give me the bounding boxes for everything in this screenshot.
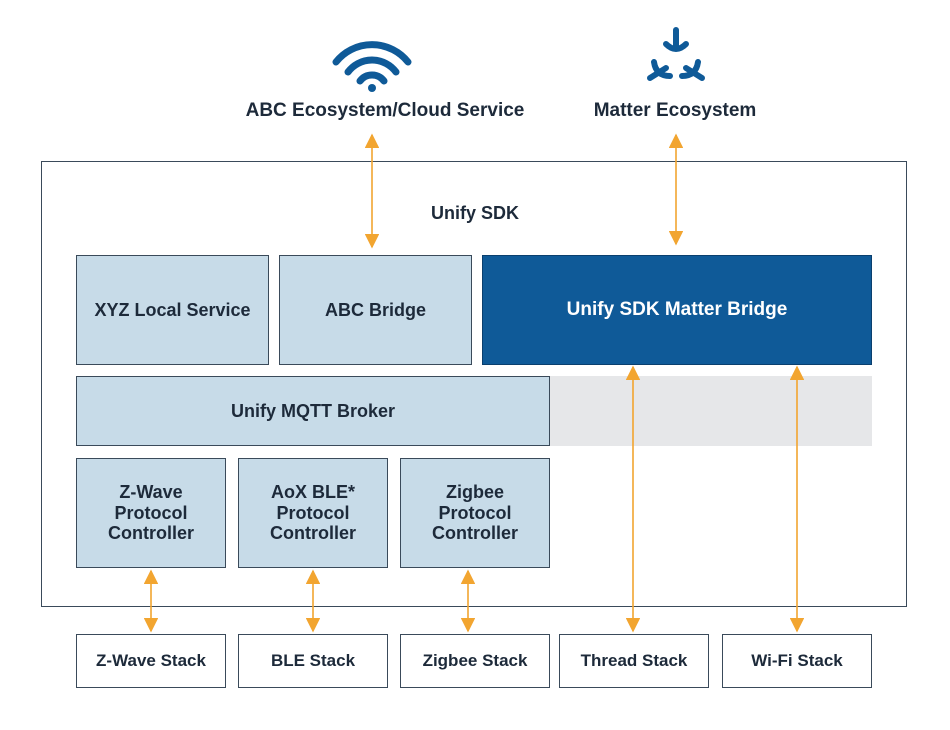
zigbee-pc-line-2: Protocol: [438, 502, 512, 523]
mqtt-broker-box: Unify MQTT Broker: [76, 376, 550, 446]
zigbee-stack-box: Zigbee Stack: [400, 634, 550, 688]
matter-logo-icon: [647, 27, 705, 81]
aox-ble-protocol-controller-box: AoX BLE* Protocol Controller: [238, 458, 388, 568]
xyz-local-service-box: XYZ Local Service: [76, 255, 269, 365]
zwave-stack-box: Z-Wave Stack: [76, 634, 226, 688]
wifi-stack-box: Wi-Fi Stack: [722, 634, 872, 688]
zwave-pc-line-1: Z-Wave: [119, 481, 183, 502]
zigbee-pc-line-1: Zigbee: [445, 481, 504, 502]
thread-stack-box: Thread Stack: [559, 634, 709, 688]
ble-stack-box: BLE Stack: [238, 634, 388, 688]
zigbee-pc-line-3: Controller: [431, 523, 518, 544]
cloud-service-label: ABC Ecosystem/Cloud Service: [245, 100, 525, 121]
zwave-pc-line-3: Controller: [107, 523, 194, 544]
zigbee-protocol-controller-box: Zigbee Protocol Controller: [400, 458, 550, 568]
gray-panel: [550, 376, 872, 446]
aox-pc-line-2: Protocol: [276, 502, 350, 523]
zwave-pc-line-2: Protocol: [114, 502, 188, 523]
zwave-protocol-controller-box: Z-Wave Protocol Controller: [76, 458, 226, 568]
unify-sdk-title: Unify SDK: [430, 203, 519, 223]
wifi-icon: [332, 41, 412, 92]
aox-pc-line-1: AoX BLE*: [270, 481, 355, 502]
aox-pc-line-3: Controller: [269, 523, 356, 544]
matter-bridge-box: Unify SDK Matter Bridge: [482, 255, 872, 365]
abc-bridge-box: ABC Bridge: [279, 255, 472, 365]
matter-ecosystem-label: Matter Ecosystem: [593, 100, 757, 121]
